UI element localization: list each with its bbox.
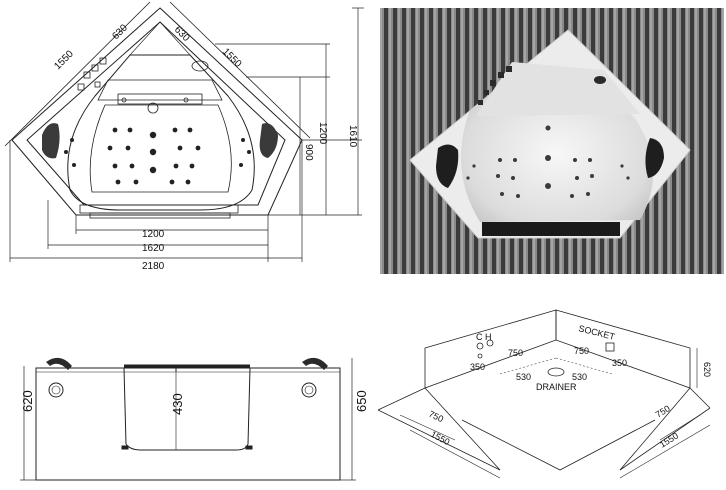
side-port-right — [301, 382, 317, 398]
dim-height-1610: 1610 — [347, 125, 358, 148]
dim-floor-left-750: 750 — [427, 409, 445, 424]
dim-floor-left-1550: 1550 — [429, 429, 451, 447]
label-socket: SOCKET — [578, 323, 617, 342]
wall-left — [424, 309, 557, 389]
dim-tap-350: 350 — [470, 362, 485, 372]
socket-box — [605, 342, 615, 352]
dim-side-650: 650 — [354, 390, 369, 412]
dim-floor-right-750: 750 — [654, 403, 672, 419]
plan-inner-rim — [26, 21, 286, 206]
dim-top-right-630: 630 — [172, 24, 192, 44]
photo-front-panel — [482, 222, 620, 236]
label-drainer: DRAINER — [536, 382, 577, 392]
install-diagram — [377, 309, 711, 479]
dim-socket-350: 350 — [612, 358, 627, 368]
dim-diag-left-1550: 1550 — [52, 48, 76, 72]
side-port-left — [48, 382, 64, 398]
tap-hot — [486, 339, 494, 347]
plan-dimension-lines — [9, 7, 364, 262]
plan-pillow-right — [259, 123, 278, 158]
dim-wall-620: 620 — [702, 362, 712, 377]
dim-socket-750: 750 — [574, 346, 589, 356]
plan-controls — [77, 57, 209, 114]
side-headrest-left — [46, 357, 72, 370]
dim-floor-right-1550: 1550 — [658, 431, 680, 450]
plan-jets — [64, 127, 251, 185]
dim-width-2180: 2180 — [142, 261, 165, 272]
dim-width-1620: 1620 — [142, 243, 165, 254]
label-tap: C H — [476, 332, 492, 342]
drain — [547, 367, 565, 377]
side-window — [123, 367, 251, 451]
tap-cold — [476, 342, 484, 350]
photo-pillow-right — [645, 138, 664, 178]
photo-jets — [466, 125, 630, 198]
dim-side-430: 430 — [170, 393, 185, 415]
dim-drain-left-530: 530 — [516, 372, 531, 382]
dim-side-620: 620 — [20, 390, 35, 412]
dim-tap-750: 750 — [508, 348, 523, 358]
dim-height-900: 900 — [303, 144, 314, 161]
side-outline — [35, 367, 341, 481]
side-view — [20, 358, 356, 481]
photo-pillow-left — [436, 144, 459, 188]
dim-drain-right-530: 530 — [572, 372, 587, 382]
dim-top-left-630: 630 — [110, 22, 130, 42]
dim-width-1200: 1200 — [142, 229, 165, 240]
side-headrest-right — [302, 357, 328, 370]
dim-height-1200: 1200 — [317, 122, 328, 145]
plan-basin — [67, 54, 255, 211]
plan-outline — [11, 7, 303, 216]
product-photo — [380, 8, 724, 274]
plan-pillow-left — [42, 123, 60, 159]
plan-view — [4, 1, 311, 219]
install-fixtures — [476, 339, 615, 377]
photo-controls — [478, 66, 606, 105]
